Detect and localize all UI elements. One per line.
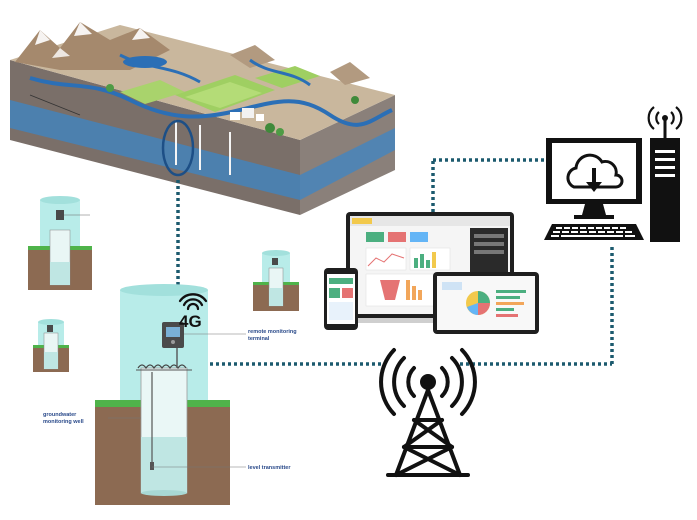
keyboard-icon: [544, 224, 644, 240]
wifi-icon: [178, 293, 208, 311]
terminal-label-line1: remote monitoring: [248, 329, 297, 335]
well-label-line2: monitoring well: [43, 419, 84, 425]
cell-tower-icon: [379, 348, 477, 477]
terrain-illustration: [10, 22, 395, 215]
smartphone: [324, 268, 358, 330]
signal-label: 4G: [179, 312, 202, 331]
terminal-label-line2: terminal: [248, 336, 270, 342]
well-label-line1: groundwater: [43, 412, 77, 418]
small-well-2: [253, 250, 299, 311]
tablet: [433, 272, 539, 334]
transmitter-label: level transmitter: [248, 465, 291, 471]
main-monitoring-well: [95, 284, 246, 505]
small-well-1: [28, 196, 92, 290]
connection-links: [176, 158, 614, 366]
small-well-3: [33, 319, 69, 372]
server-tower-icon: [647, 106, 683, 242]
cloud-download-icon: [566, 153, 624, 192]
